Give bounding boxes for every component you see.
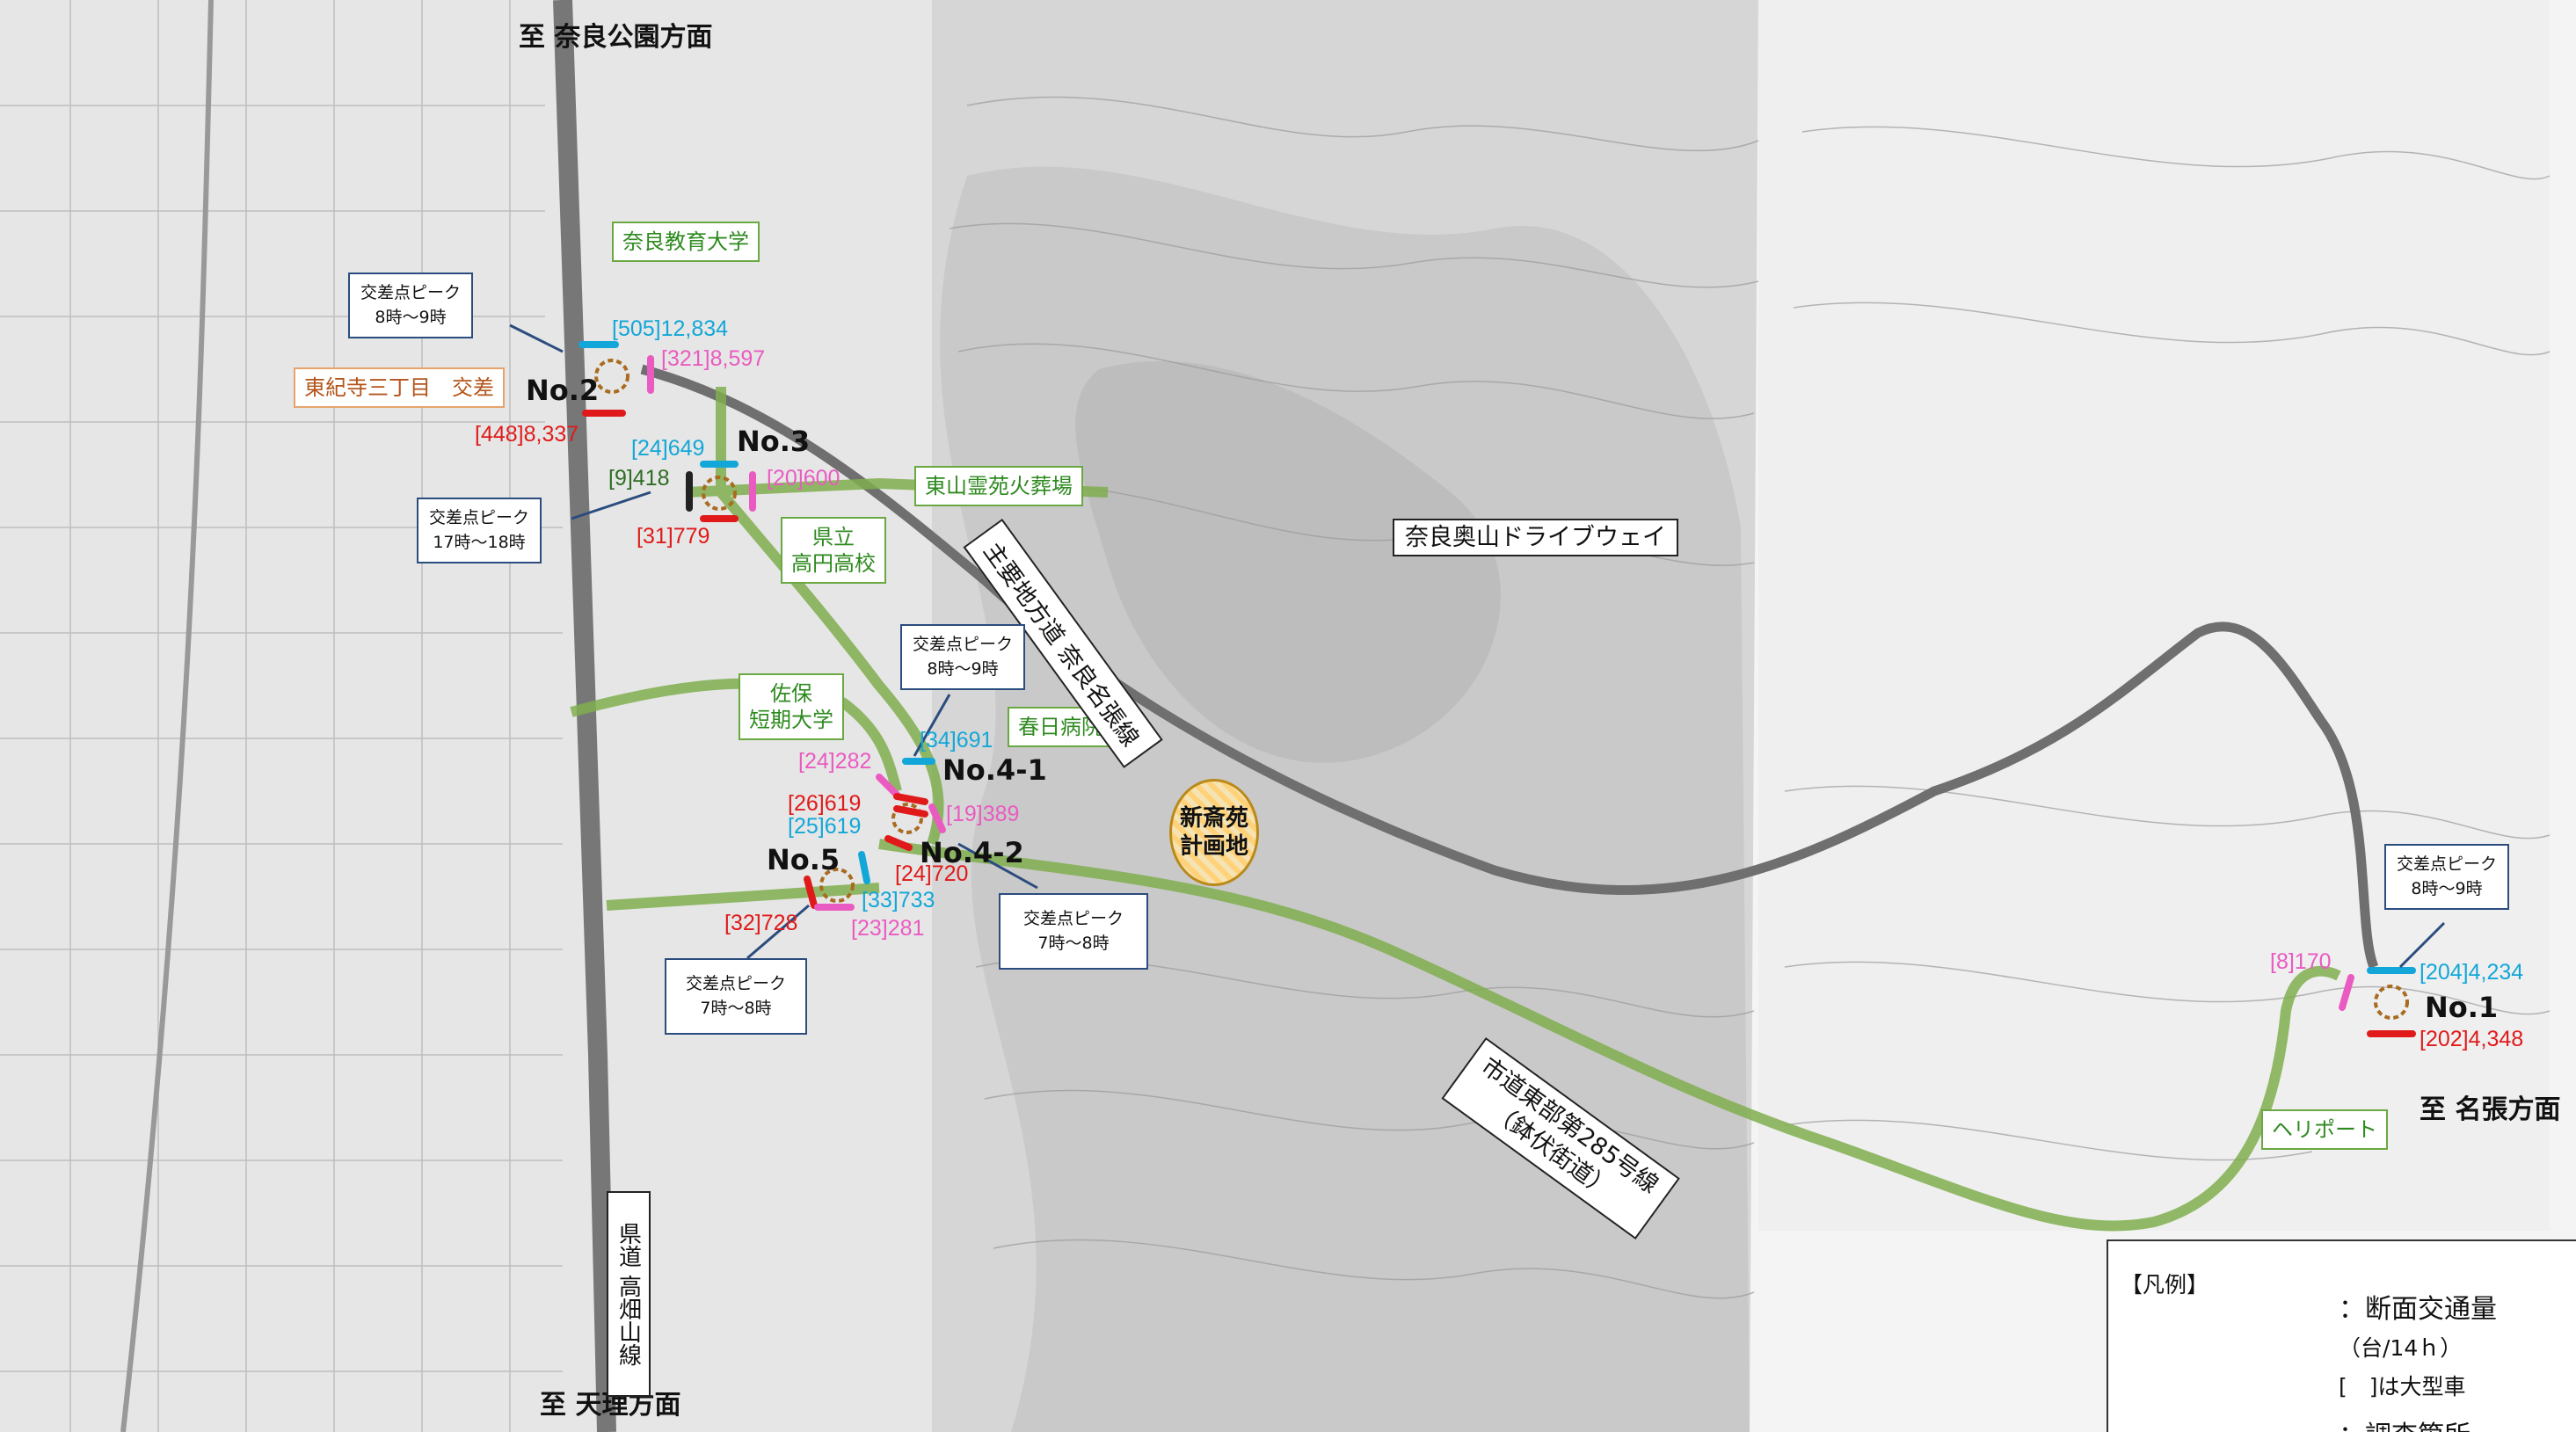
road-label-pref-road: 県道 高畑山線 <box>607 1191 651 1397</box>
count-no5-blue: [33]733 <box>862 888 935 912</box>
count-no5-red: [32]728 <box>724 911 798 935</box>
peak-label: 交差点ピーク <box>1023 909 1124 928</box>
direction-north-label: 至 奈良公園方面 <box>519 22 713 53</box>
station-no3: No.3 <box>737 425 811 458</box>
legend-title: 【凡例】 <box>2121 1272 2209 1298</box>
direction-east-label: 至 名張方面 <box>2420 1094 2561 1125</box>
count-no3-blue: [24]649 <box>631 436 705 461</box>
planned-site-marker: 新斎苑 計画地 <box>1169 779 1259 886</box>
legend-unit: （台/14ｈ） <box>2339 1335 2463 1361</box>
legend-traffic-label: ：断面交通量 <box>2339 1294 2497 1325</box>
peak-time: 7時～8時 <box>1037 933 1110 953</box>
peak-box-no42: 交差点ピーク 7時～8時 <box>999 893 1149 970</box>
place-saho-line2: 短期大学 <box>749 708 833 732</box>
count-no42-blue: [25]619 <box>788 814 862 839</box>
count-no3-red: [31]779 <box>637 524 710 549</box>
count-no42-pink: [19]389 <box>946 802 1020 826</box>
count-no5-pink: [23]281 <box>851 916 925 941</box>
peak-time: 8時～9時 <box>2411 878 2483 898</box>
peak-time: 7時～8時 <box>700 998 772 1018</box>
peak-time: 8時～9時 <box>927 658 999 679</box>
station-no41: No.4-1 <box>942 753 1047 787</box>
place-koen-hs-line2: 高円高校 <box>791 551 876 576</box>
station-no2: No.2 <box>526 374 600 407</box>
count-no1-pink: [8]170 <box>2270 949 2332 974</box>
peak-box-no1: 交差点ピーク 8時～9時 <box>2384 844 2510 911</box>
count-no41-blue: [34]691 <box>920 728 993 752</box>
planned-site-line2: 計画地 <box>1179 833 1248 860</box>
legend-site-label: ：調査箇所 <box>2339 1414 2470 1432</box>
peak-box-no3: 交差点ピーク 17時～18時 <box>417 498 542 564</box>
place-saho-college: 佐保 短期大学 <box>739 673 844 740</box>
road-label-driveway: 奈良奥山ドライブウェイ <box>1393 519 1678 556</box>
place-nara-edu-univ: 奈良教育大学 <box>612 222 760 262</box>
count-no1-red: [202]4,348 <box>2420 1027 2524 1051</box>
place-toshoji-intersection: 東紀寺三丁目 交差 <box>294 367 505 408</box>
place-higashiyama-crematorium: 東山霊苑火葬場 <box>914 466 1083 506</box>
count-no3-black: [9]418 <box>608 466 670 491</box>
peak-label: 交差点ピーク <box>686 974 787 993</box>
place-heliport: ヘリポート <box>2261 1109 2388 1150</box>
peak-label: 交差点ピーク <box>913 635 1014 654</box>
peak-box-no2: 交差点ピーク 8時～9時 <box>348 273 474 339</box>
place-koen-high-school: 県立 高円高校 <box>781 517 886 584</box>
place-koen-hs-line1: 県立 <box>812 525 855 549</box>
legend-large-note: [ ]は大型車 <box>2339 1374 2466 1399</box>
peak-label: 交差点ピーク <box>2397 854 2498 874</box>
count-no2-red: [448]8,337 <box>475 422 579 447</box>
peak-time: 8時～9時 <box>375 307 447 327</box>
peak-label: 交差点ピーク <box>429 508 530 527</box>
peak-label: 交差点ピーク <box>360 283 462 302</box>
planned-site-line1: 新斎苑 <box>1179 804 1248 832</box>
place-saho-line1: 佐保 <box>770 681 812 706</box>
station-no1: No.1 <box>2425 991 2499 1024</box>
planned-site-label: 新斎苑 計画地 <box>1180 804 1248 861</box>
peak-time: 17時～18時 <box>433 532 526 552</box>
count-no1-blue: [204]4,234 <box>2420 960 2524 985</box>
count-no3-pink: [20]600 <box>767 466 840 491</box>
peak-box-no5: 交差点ピーク 7時～8時 <box>665 958 808 1036</box>
count-no2-blue: [505]12,834 <box>612 316 729 341</box>
station-no5: No.5 <box>767 843 840 876</box>
count-no2-pink: [321]8,597 <box>661 346 766 371</box>
count-no41-pink: [24]282 <box>798 749 872 774</box>
count-no42-red-a: [26]619 <box>788 791 862 816</box>
count-no42-red-b: [24]720 <box>895 861 969 886</box>
peak-box-no41: 交差点ピーク 8時～9時 <box>900 624 1026 691</box>
station-no42: No.4-2 <box>920 836 1024 869</box>
map-legend: 【凡例】 ：断面交通量 （台/14ｈ） [ ]は大型車 ：調査箇所 <box>2107 1239 2576 1432</box>
